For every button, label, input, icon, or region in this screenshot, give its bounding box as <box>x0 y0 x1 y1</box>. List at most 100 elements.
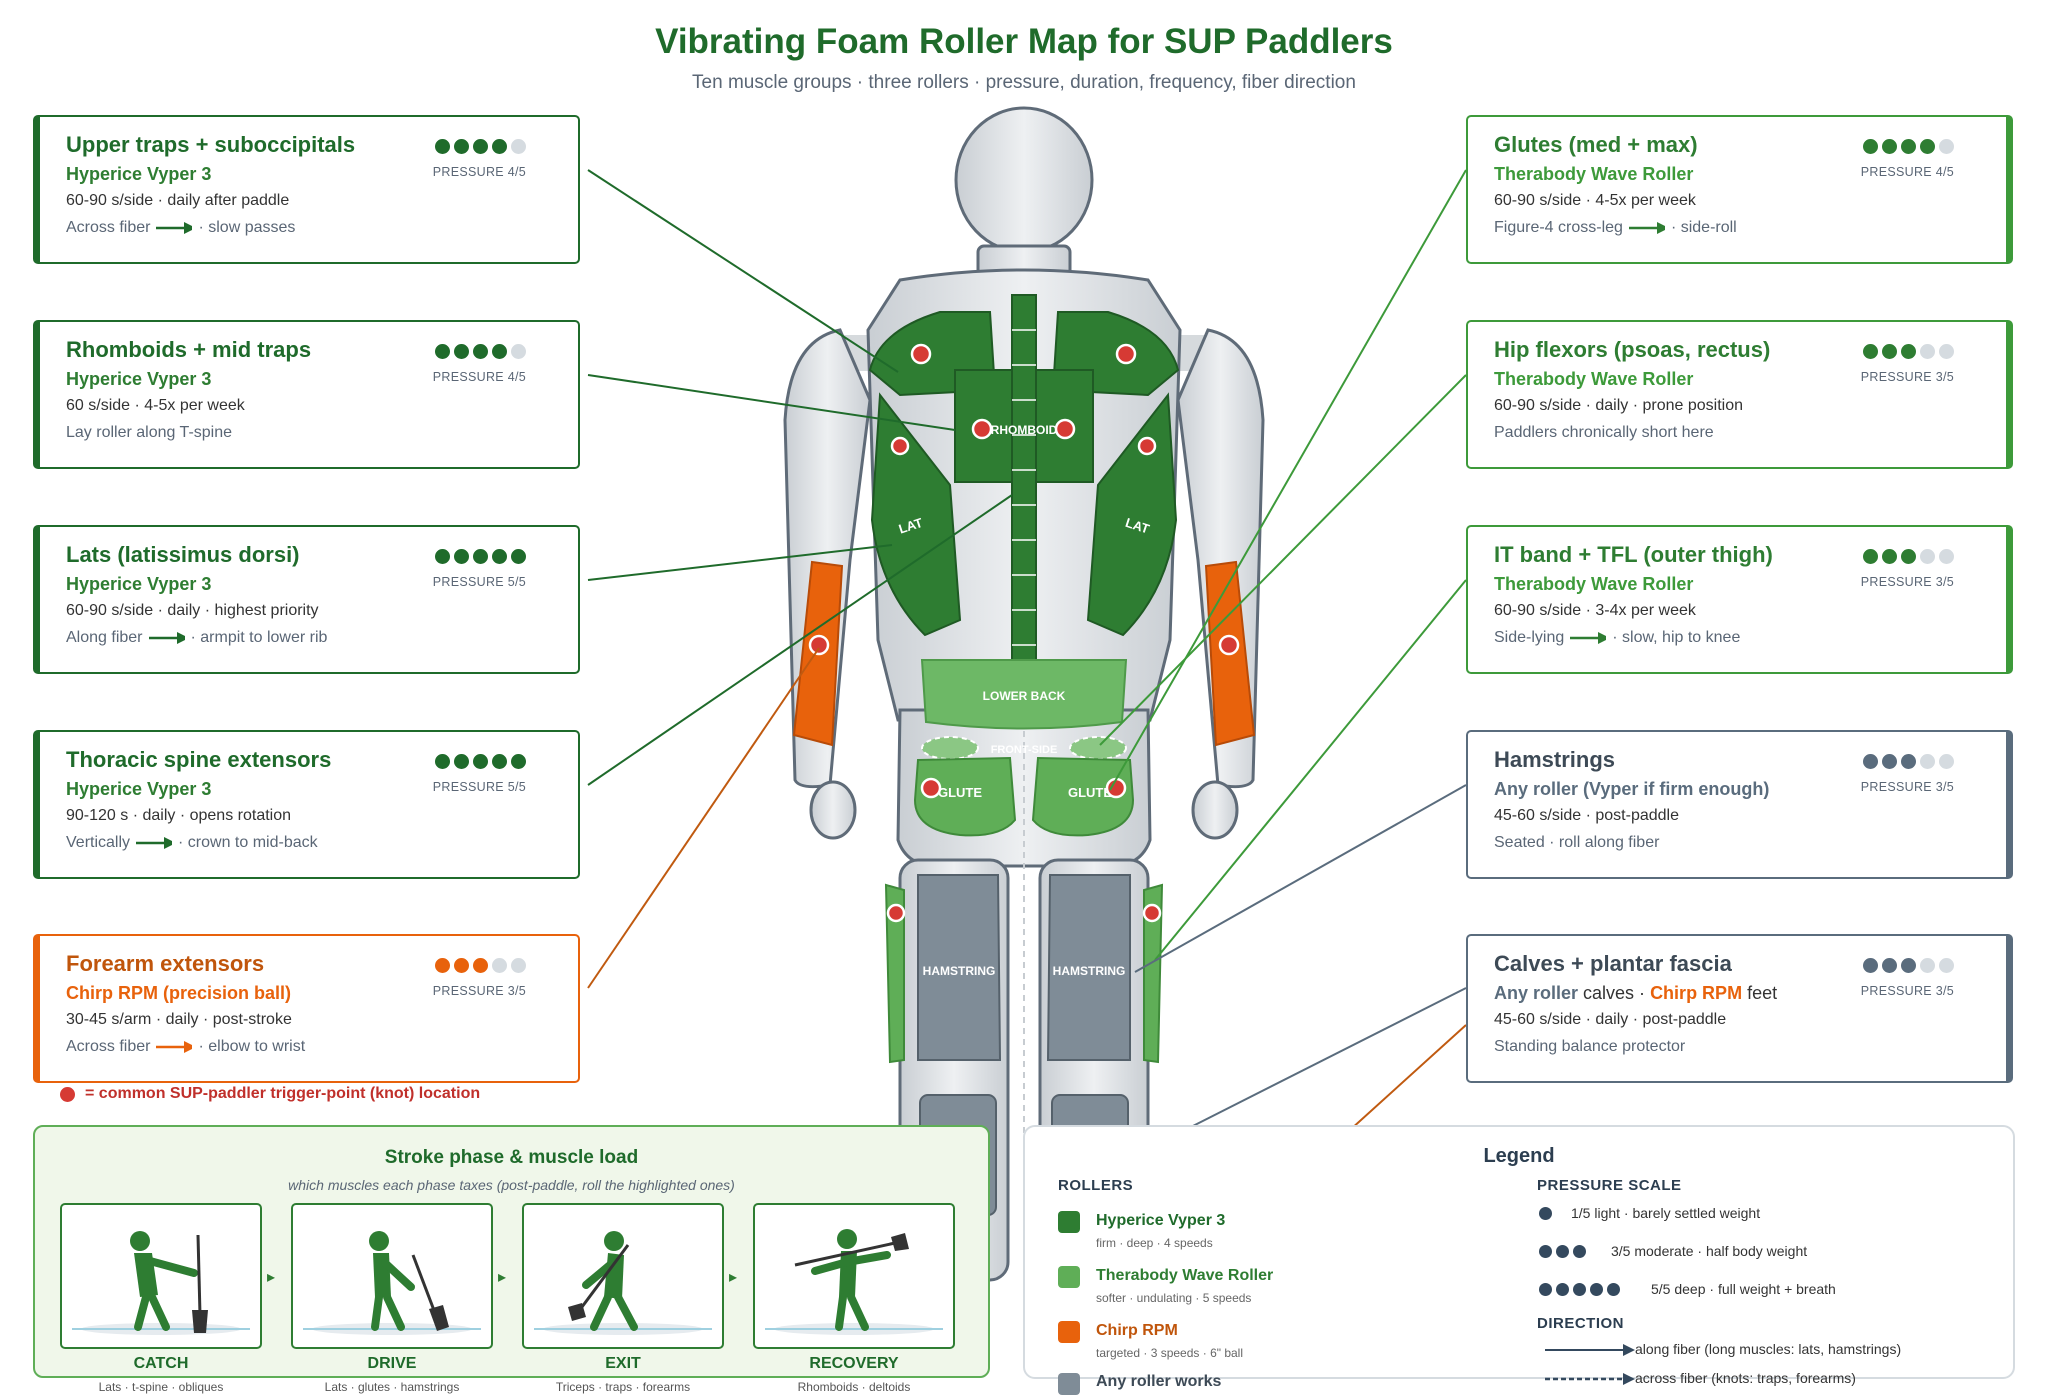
right-it-band-muscle <box>1143 883 1164 1064</box>
pressure-dot <box>473 958 488 973</box>
phase-drive-card <box>291 1203 493 1349</box>
pressure-dot <box>435 754 450 769</box>
along-fiber-arrow-icon <box>1545 1344 1635 1356</box>
phase-catch-card <box>60 1203 262 1349</box>
legend-rollers-heading: ROLLERS <box>1058 1177 1134 1194</box>
muscle-card-roller: Hyperice Vyper 3 <box>66 574 212 594</box>
swatch-vyper <box>1058 1211 1080 1233</box>
muscle-card-title: Rhomboids + mid traps <box>66 337 312 362</box>
pressure-dot <box>1920 754 1935 769</box>
muscle-card-title: Calves + plantar fascia <box>1494 951 1732 976</box>
pressure-dots <box>435 139 526 154</box>
pressure-dots <box>1863 139 1954 154</box>
muscle-card-roller: Any roller calves · Chirp RPM feet <box>1494 980 1986 1006</box>
pressure-dot <box>1939 344 1954 359</box>
muscle-card-roller-part: feet <box>1742 983 1778 1003</box>
pressure-dots <box>1863 549 1954 564</box>
right-glute-muscle <box>1031 756 1135 837</box>
legend-pressure-heading: PRESSURE SCALE <box>1537 1177 1682 1194</box>
pressure-label: PRESSURE 5/5 <box>432 575 526 589</box>
muscle-card-dosage: 45-60 s/side · daily · post-paddle <box>1494 1011 1727 1028</box>
stroke-panel-title: Stroke phase & muscle load <box>384 1147 639 1168</box>
muscle-card-direction-text: Paddlers chronically short here <box>1494 424 1714 441</box>
muscle-card-title: Lats (latissimus dorsi) <box>66 542 300 567</box>
rhomboid-label: RHOMBOID <box>991 423 1058 437</box>
muscle-card-roller-part: Chirp RPM <box>1650 983 1743 1003</box>
muscle-card-roller: Therabody Wave Roller <box>1494 164 1694 184</box>
phase-recovery-card <box>753 1203 955 1349</box>
muscle-card-direction-note: · elbow to wrist <box>198 1038 306 1055</box>
muscle-card-dosage: 60-90 s/side · 3-4x per week <box>1494 602 1696 619</box>
muscle-card-direction-note: · crown to mid-back <box>178 834 318 851</box>
muscle-card-roller: Chirp RPM (precision ball) <box>66 983 292 1003</box>
direction-arrow-icon <box>1570 631 1607 644</box>
pressure-label: PRESSURE 4/5 <box>1860 165 1954 179</box>
left-hamstring-muscle <box>917 874 1002 1061</box>
legend-direction-heading: DIRECTION <box>1537 1315 1624 1332</box>
legend-panel: Legend ROLLERS Hyperice Vyper 3 firm · d… <box>1023 1125 2015 1395</box>
pressure-dot <box>1920 549 1935 564</box>
phase-recovery-name: RECOVERY <box>809 1355 899 1372</box>
pressure-dot <box>1882 139 1897 154</box>
pressure-dot <box>492 344 507 359</box>
phase-exit-name: EXIT <box>605 1355 641 1372</box>
phase-catch-name: CATCH <box>133 1355 189 1372</box>
muscle-card-direction: Figure-4 cross-leg· side-roll <box>1494 214 1986 242</box>
pressure-dots <box>1863 958 1954 973</box>
pressure-dot <box>435 344 450 359</box>
pressure-dot <box>435 549 450 564</box>
pressure-dot <box>473 344 488 359</box>
muscle-card-title: IT band + TFL (outer thigh) <box>1494 542 1773 567</box>
pressure-dot <box>454 754 469 769</box>
muscle-card-roller: Hyperice Vyper 3 <box>66 164 212 184</box>
direction-across-text: across fiber (knots: traps, forearms) <box>1635 1370 1856 1386</box>
muscle-card-title: Hip flexors (psoas, rectus) <box>1494 337 1771 362</box>
muscle-card-direction: Across fiber· slow passes <box>66 214 558 242</box>
muscle-card-direction: Standing balance protector <box>1494 1033 1986 1061</box>
pressure-dot <box>435 958 450 973</box>
muscle-card-direction: Side-lying· slow, hip to knee <box>1494 624 1986 652</box>
leader-lines <box>587 169 1467 1131</box>
pressure-dot <box>1882 754 1897 769</box>
pressure-label: PRESSURE 3/5 <box>1860 575 1954 589</box>
spine-muscle <box>1011 294 1037 666</box>
pressure-dot <box>473 754 488 769</box>
muscle-card-direction-text: Lay roller along T-spine <box>66 424 233 441</box>
right-hip-flexor-outline <box>1069 736 1127 760</box>
muscle-card-roller: Therabody Wave Roller <box>1494 574 1694 594</box>
right-hamstring-muscle <box>1046 874 1131 1061</box>
left-hip-flexor-outline <box>921 736 979 760</box>
phase-arrow-2: ▸ <box>498 1269 507 1286</box>
swatch-any-roller <box>1058 1373 1080 1395</box>
muscle-card-title: Forearm extensors <box>66 951 265 976</box>
muscle-card-roller-part: calves · <box>1578 983 1651 1003</box>
pressure-dot <box>511 754 526 769</box>
lower-back-label: LOWER BACK <box>983 689 1066 703</box>
muscle-card-direction: Along fiber· armpit to lower rib <box>66 624 558 652</box>
right-hand-shape <box>1191 780 1239 840</box>
pressure-dot <box>1863 549 1878 564</box>
pressure-dot <box>492 139 507 154</box>
pressure-dots <box>435 958 526 973</box>
pressure-dot <box>511 344 526 359</box>
muscle-card-direction: Vertically· crown to mid-back <box>66 829 558 857</box>
muscle-card-direction: Across fiber· elbow to wrist <box>66 1033 558 1061</box>
muscle-card-roller: Any roller (Vyper if firm enough) <box>1494 779 1770 799</box>
recovery-paddler-icon <box>765 1229 943 1335</box>
muscle-card-direction-note: · side-roll <box>1670 219 1737 236</box>
pressure-dot <box>511 958 526 973</box>
legend-roller-chirp-desc: targeted · 3 speeds · 6" ball <box>1096 1346 1244 1360</box>
muscle-card-roller: Hyperice Vyper 3 <box>66 369 212 389</box>
swatch-chirp <box>1058 1321 1080 1343</box>
left-glute-label: GLUTE <box>938 785 982 800</box>
pressure-dot <box>1939 958 1954 973</box>
muscle-card-direction-note: · armpit to lower rib <box>190 629 328 646</box>
legend-roller-vyper-desc: firm · deep · 4 speeds <box>1096 1236 1213 1250</box>
spine-segments <box>1012 329 1036 646</box>
direction-along-text: along fiber (long muscles: lats, hamstri… <box>1635 1341 1902 1357</box>
